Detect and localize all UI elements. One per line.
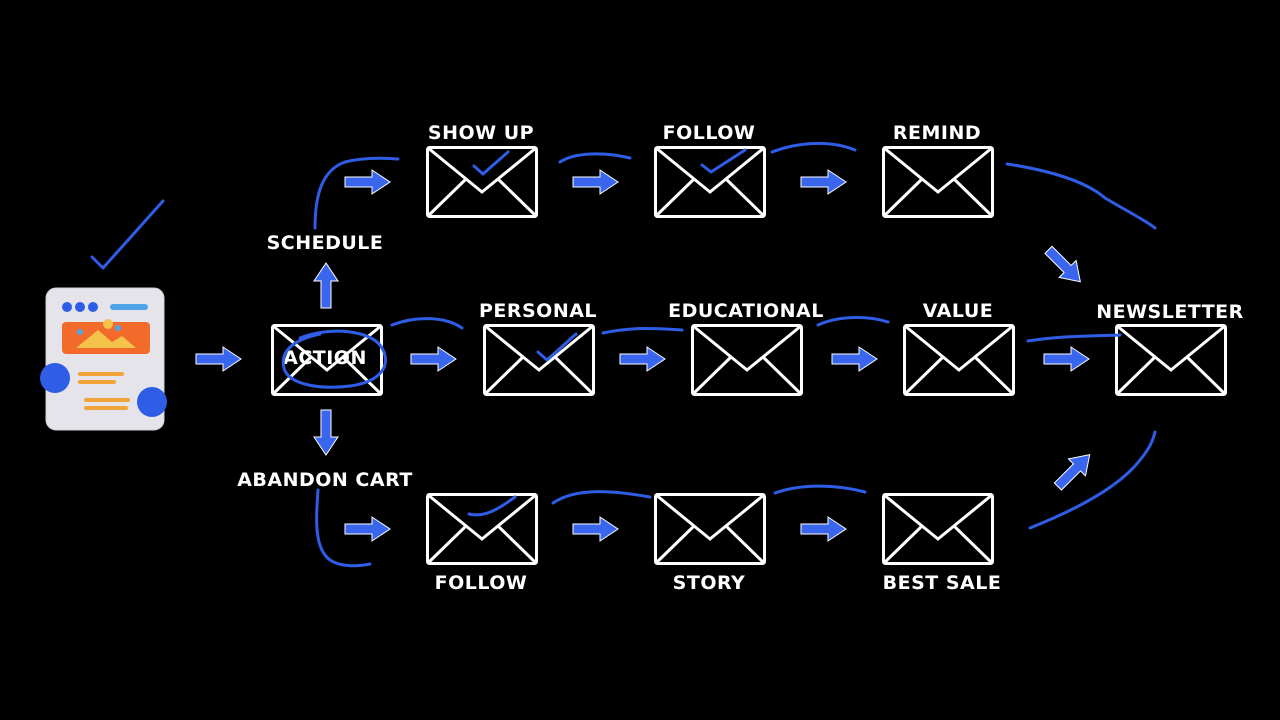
follow-bottom-label: FOLLOW [435,572,528,594]
remind-label: REMIND [893,122,981,144]
web-page-icon [40,287,167,431]
remind-envelope [882,146,994,218]
arrow-right-icon [800,169,847,195]
arrow-right-icon [410,346,457,372]
action-label: ACTION [283,347,367,369]
value-envelope [903,324,1015,396]
arrow-right-icon [1043,346,1090,372]
follow-top-envelope [654,146,766,218]
newsletter-envelope [1115,324,1227,396]
follow-bottom-envelope [426,493,538,565]
arrow-right-icon [195,346,242,372]
story-label: STORY [673,572,746,594]
abandon-cart-label: ABANDON CART [237,469,413,491]
arrow-right-icon [572,169,619,195]
educational-envelope [691,324,803,396]
schedule-label: SCHEDULE [267,232,384,254]
show-up-label: SHOW UP [428,122,534,144]
arrow-down-icon [313,409,339,456]
arrow-right-icon [619,346,666,372]
arrow-right-icon [344,169,391,195]
show-up-envelope [426,146,538,218]
story-envelope [654,493,766,565]
arrow-right-icon [831,346,878,372]
newsletter-label: NEWSLETTER [1096,301,1244,323]
value-label: VALUE [923,300,993,322]
arrow-diagonal-down-icon [1039,240,1090,291]
follow-top-label: FOLLOW [663,122,756,144]
personal-label: PERSONAL [479,300,597,322]
arrow-right-icon [344,516,391,542]
arrow-diagonal-up-icon [1048,445,1099,496]
arrow-right-icon [800,516,847,542]
best-sale-envelope [882,493,994,565]
ink-annotations [281,142,1157,568]
educational-label: EDUCATIONAL [668,300,824,322]
arrow-right-icon [572,516,619,542]
arrow-up-icon [313,262,339,309]
best-sale-label: BEST SALE [883,572,1002,594]
checkmark-icon [90,199,165,270]
personal-envelope [483,324,595,396]
